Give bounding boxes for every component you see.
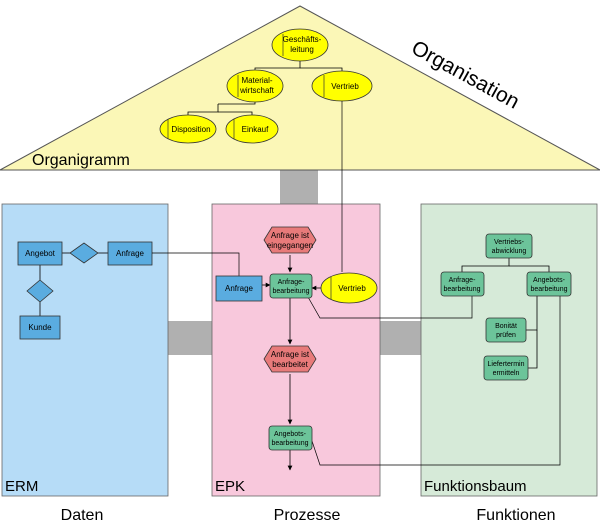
svg-text:bearbeitung: bearbeitung: [531, 286, 568, 293]
epk-flow-lines: [262, 255, 321, 471]
svg-text:Geschäfts-: Geschäfts-: [283, 35, 322, 44]
svg-text:bearbeitung: bearbeitung: [273, 288, 310, 295]
function-bonitaet-pruefen: Bonität prüfen: [485, 317, 527, 343]
svg-text:ermitteln: ermitteln: [493, 370, 520, 377]
erm-entity-angebot: Angebot: [17, 241, 63, 266]
svg-text:Einkauf: Einkauf: [242, 125, 269, 134]
epk-event-anfrage-bearbeitet: Anfrage ist bearbeitet: [263, 345, 317, 373]
svg-text:Anfrage-: Anfrage-: [449, 277, 477, 284]
epk-event-anfrage-eingegangen: Anfrage ist eingegangen: [263, 226, 317, 254]
function-liefertermin-ermitteln: Liefertermin ermitteln: [483, 355, 529, 381]
svg-text:Vertrieb: Vertrieb: [331, 82, 359, 91]
funktionsbaum-tree-lines: [461, 258, 550, 369]
epk-data-anfrage: Anfrage: [215, 275, 263, 302]
function-vertriebsabwicklung: Vertriebs- abwicklung: [485, 233, 533, 259]
epk-function-anfrage-bearbeitung: Anfrage- bearbeitung: [269, 273, 313, 299]
svg-text:leitung: leitung: [290, 45, 314, 54]
erm-entity-anfrage: Anfrage: [107, 241, 153, 266]
svg-text:bearbeitung: bearbeitung: [272, 440, 309, 447]
svg-text:wirtschaft: wirtschaft: [239, 86, 275, 95]
svg-text:bearbeitung: bearbeitung: [444, 286, 481, 293]
connector-chimney: [280, 170, 318, 204]
erm-relationship-diamond: [69, 242, 99, 264]
function-anfrage-bearbeitung: Anfrage- bearbeitung: [440, 271, 485, 297]
connector-left: [168, 321, 216, 355]
svg-text:prüfen: prüfen: [496, 332, 516, 339]
svg-text:Bonität: Bonität: [495, 323, 517, 330]
svg-text:eingegangen: eingegangen: [267, 241, 313, 250]
epk-org-unit-vertrieb: Vertrieb: [320, 272, 378, 304]
org-unit-einkauf: Einkauf: [225, 114, 279, 144]
function-angebots-bearbeitung: Angebots- bearbeitung: [526, 271, 572, 297]
svg-text:Disposition: Disposition: [171, 125, 210, 134]
org-unit-vertrieb: Vertrieb: [311, 70, 373, 102]
connector-right: [379, 321, 423, 355]
caption-daten: Daten: [61, 507, 104, 524]
organigramm-label: Organigramm: [32, 152, 130, 169]
funktionsbaum-label: Funktionsbaum: [424, 478, 527, 495]
svg-text:Anfrage ist: Anfrage ist: [271, 350, 310, 359]
org-unit-materialwirtschaft: Material- wirtschaft: [226, 69, 284, 103]
caption-prozesse: Prozesse: [274, 507, 341, 524]
organisation-roof: [0, 5, 600, 171]
svg-text:Anfrage: Anfrage: [225, 284, 254, 293]
svg-text:Angebots-: Angebots-: [274, 431, 307, 438]
svg-text:Kunde: Kunde: [28, 323, 52, 332]
erm-label: ERM: [5, 478, 38, 495]
erm-lines: [39, 252, 108, 316]
svg-text:abwicklung: abwicklung: [492, 248, 527, 255]
svg-text:Liefertermin: Liefertermin: [488, 361, 525, 368]
epk-function-angebots-bearbeitung: Angebots- bearbeitung: [268, 425, 313, 451]
org-unit-disposition: Disposition: [159, 114, 217, 144]
caption-funktionen: Funktionen: [476, 507, 555, 524]
svg-text:Vertriebs-: Vertriebs-: [494, 239, 525, 246]
epk-label: EPK: [215, 478, 245, 495]
svg-text:Angebots-: Angebots-: [533, 277, 566, 284]
svg-text:Anfrage ist: Anfrage ist: [271, 231, 310, 240]
erm-relationship-diamond-2: [26, 279, 54, 303]
cross-connection-lines: [152, 101, 561, 466]
svg-text:Anfrage: Anfrage: [116, 249, 145, 258]
svg-text:Anfrage-: Anfrage-: [278, 279, 306, 286]
svg-text:Angebot: Angebot: [25, 249, 56, 258]
svg-text:bearbeitet: bearbeitet: [272, 360, 308, 369]
org-unit-geschaeftsleitung: Geschäfts- leitung: [271, 28, 329, 62]
svg-text:Vertrieb: Vertrieb: [338, 284, 366, 293]
erm-entity-kunde: Kunde: [19, 315, 61, 340]
svg-text:Material-: Material-: [241, 76, 272, 85]
